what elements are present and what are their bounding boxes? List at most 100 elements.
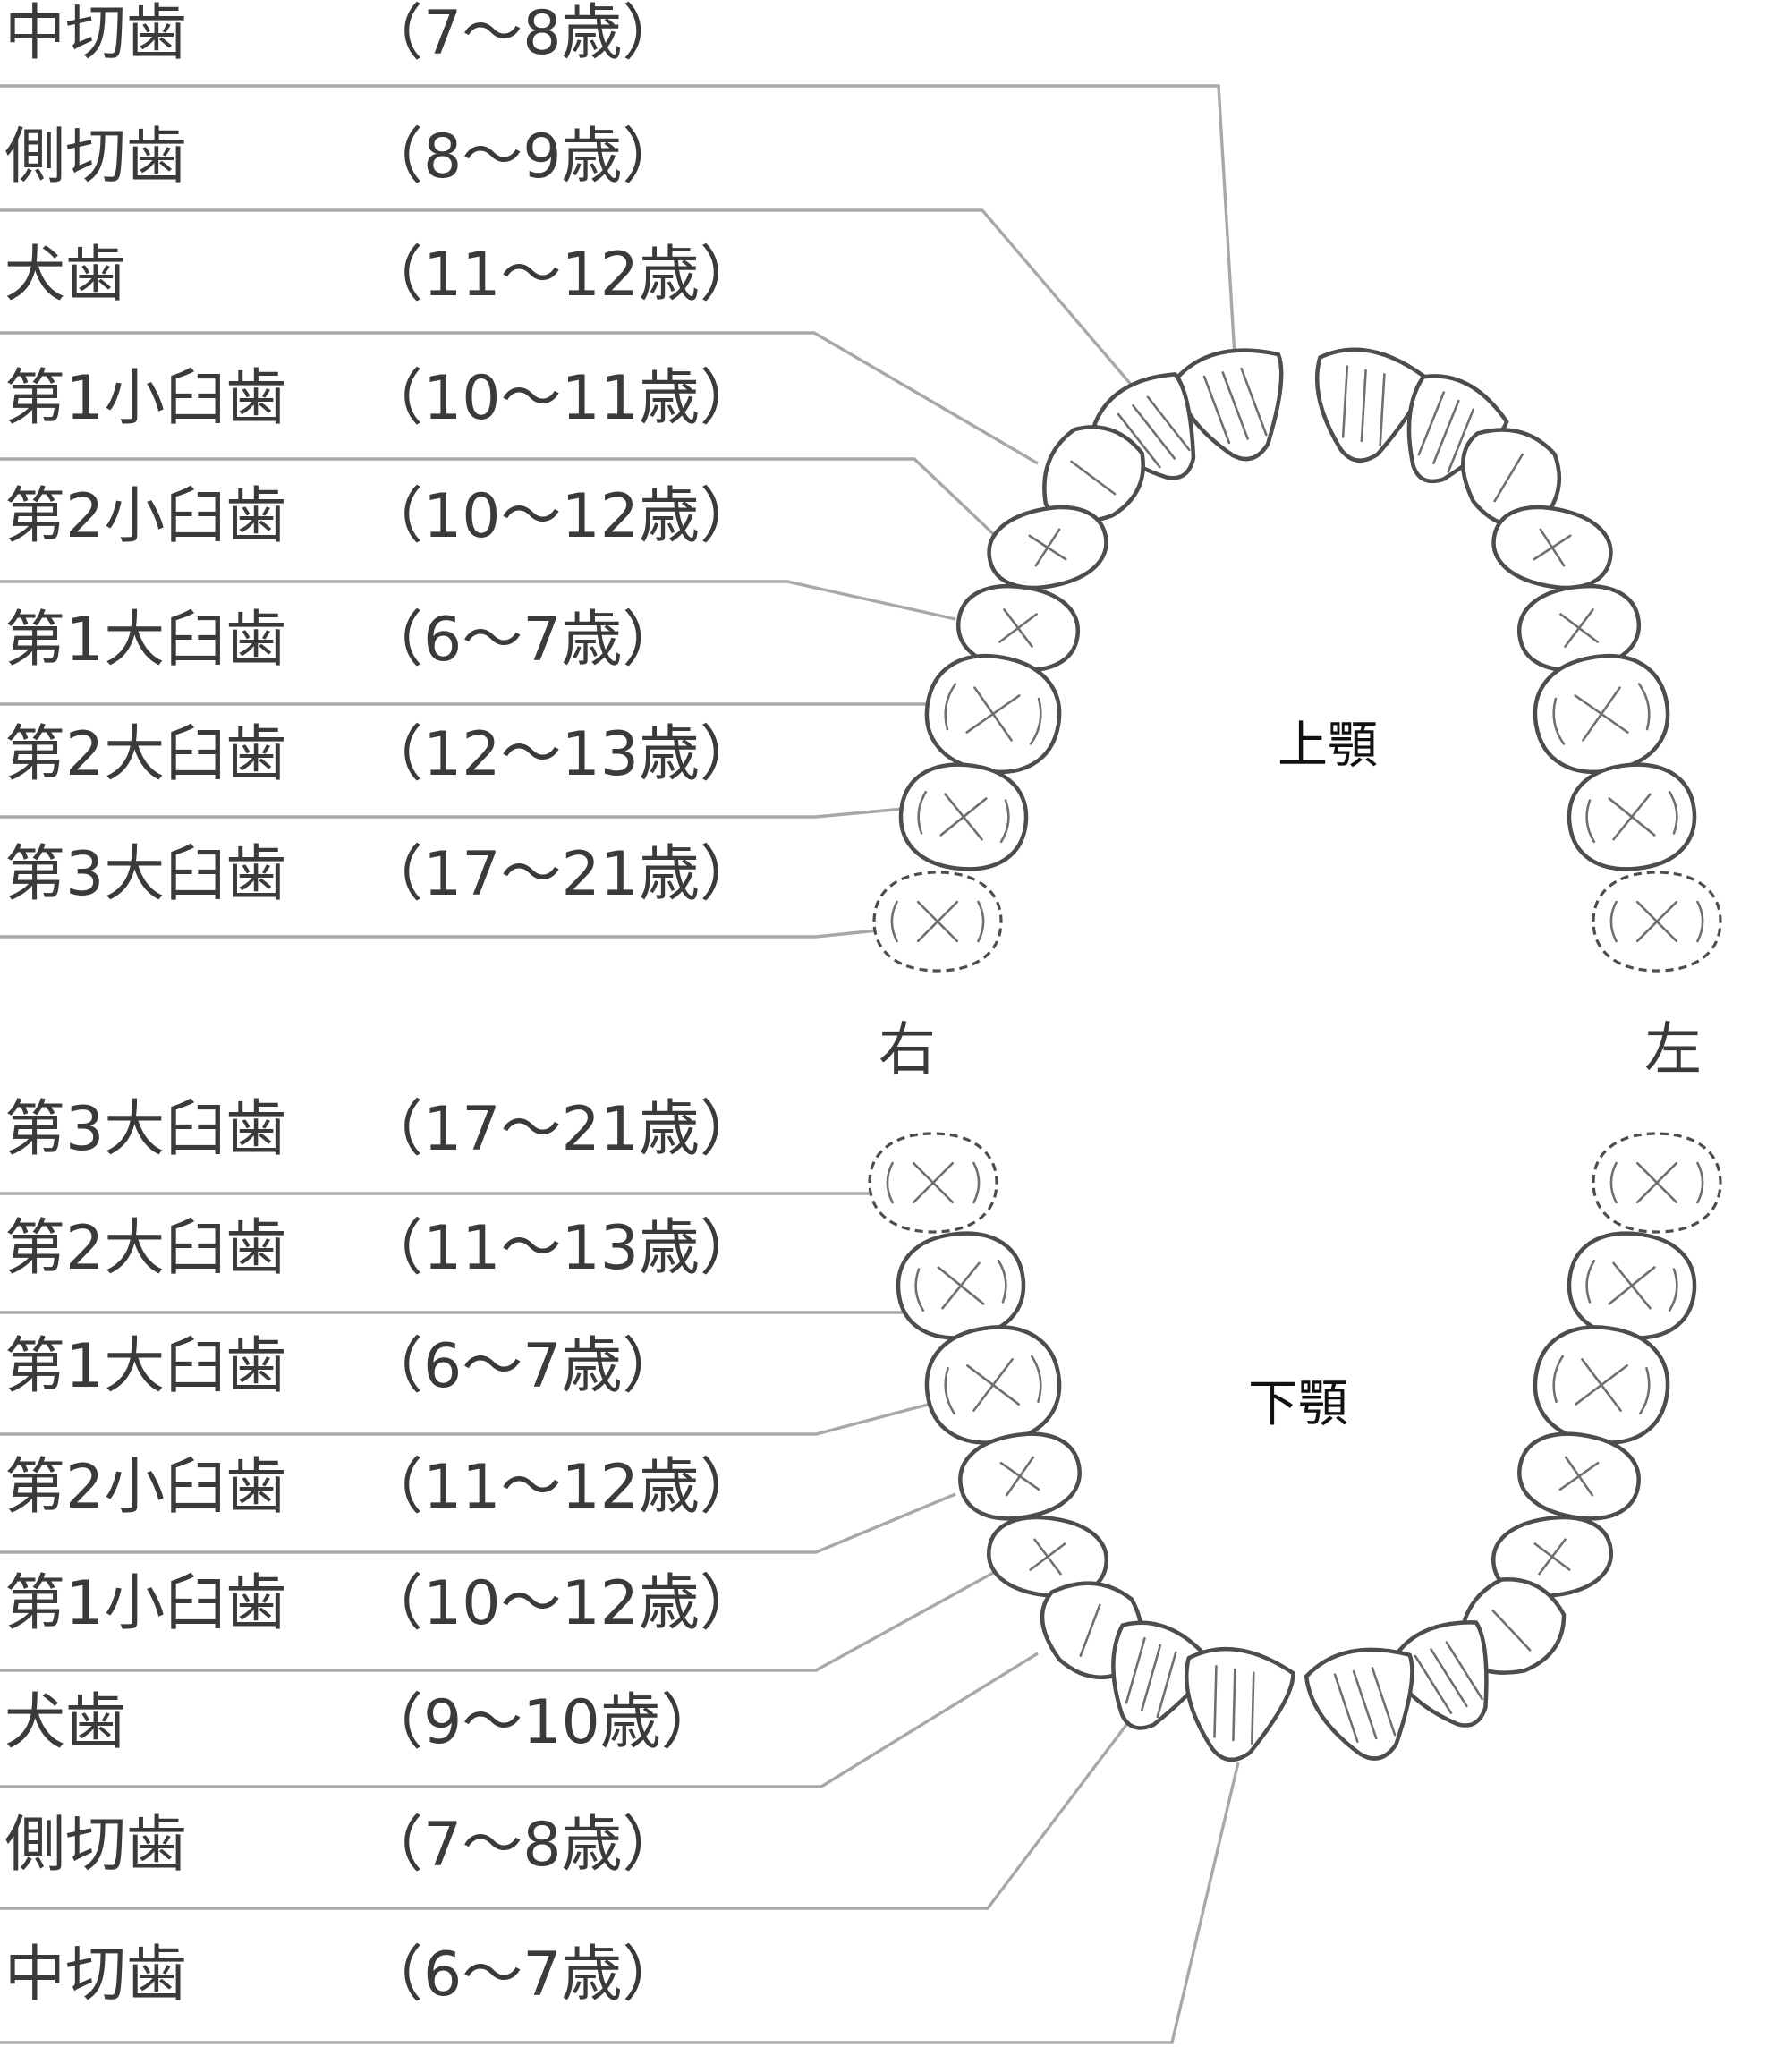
tooth-groove: [1417, 391, 1446, 456]
tooth: [1516, 583, 1642, 673]
eruption-age-label: （6～7歳）: [362, 1331, 684, 1402]
tooth: [1304, 1647, 1414, 1761]
tooth-groove: [914, 1268, 925, 1312]
tooth-groove: [1141, 1644, 1162, 1711]
leader-line: [0, 927, 896, 939]
tooth-groove: [1668, 1268, 1678, 1312]
tooth-groove: [917, 790, 928, 835]
tooth-groove: [1668, 790, 1678, 835]
tooth-groove: [939, 797, 988, 837]
tooth-name-label: 第1大臼歯: [4, 1331, 286, 1402]
tooth: [1491, 505, 1613, 590]
tooth: [1517, 1431, 1641, 1521]
tooth-name-label: 中切歯: [4, 0, 187, 69]
eruption-age-label: （10～12歳）: [362, 481, 760, 552]
tooth-groove: [1558, 1461, 1600, 1491]
tooth-outline: [1173, 348, 1284, 462]
upper-jaw-label: 上顎: [1278, 717, 1378, 775]
tooth-groove: [1333, 1673, 1359, 1743]
leader-line: [0, 84, 1236, 357]
tooth-groove: [1240, 367, 1268, 437]
tooth: [1389, 1620, 1489, 1728]
tooth-outline: [1406, 374, 1509, 484]
tooth: [1406, 374, 1509, 484]
tooth-groove: [1213, 1665, 1218, 1738]
tooth-name-label: 第1小臼歯: [4, 1568, 286, 1639]
tooth-groove: [1079, 1603, 1101, 1657]
tooth-groove: [1696, 900, 1704, 943]
tooth-groove: [1070, 460, 1117, 496]
tooth-labels: 中切歯（7～8歳）側切歯（8～9歳）犬歯（11～12歳）第1小臼歯（10～11歳…: [4, 0, 760, 2010]
tooth-groove: [972, 1161, 981, 1204]
tooth-groove: [1414, 1654, 1453, 1714]
eruption-age-label: （17～21歳）: [362, 839, 760, 910]
tooth: [868, 1132, 998, 1234]
tooth-groove: [1029, 1542, 1066, 1571]
tooth-name-label: 側切歯: [4, 1810, 187, 1881]
dental-arch: [868, 347, 1722, 1762]
tooth-groove: [1430, 1648, 1468, 1708]
tooth-groove: [941, 1261, 981, 1310]
tooth-name-label: 第1小臼歯: [4, 363, 286, 434]
tooth-outline: [1111, 1620, 1213, 1730]
tooth-groove: [1575, 1364, 1628, 1406]
tooth: [1173, 348, 1284, 462]
tooth-outline: [1185, 1646, 1295, 1762]
leader-line: [0, 1399, 942, 1436]
tooth: [924, 653, 1062, 775]
tooth: [1533, 1325, 1670, 1445]
left-side-label: 左: [1644, 1017, 1702, 1083]
tooth-groove: [1005, 1456, 1035, 1497]
tooth-groove: [1232, 1668, 1236, 1742]
tooth-groove: [1379, 373, 1386, 446]
tooth-name-label: 第2小臼歯: [4, 1452, 286, 1523]
leader-line: [0, 457, 1006, 546]
tooth-groove: [1612, 793, 1652, 841]
eruption-age-label: （6～7歳）: [362, 1940, 684, 2010]
tooth: [1567, 762, 1697, 871]
tooth-name-label: 第2大臼歯: [4, 719, 286, 790]
tooth: [1592, 871, 1722, 973]
leader-line: [0, 1652, 1039, 1788]
tooth-groove: [1608, 1266, 1656, 1305]
tooth-groove: [1696, 1161, 1704, 1204]
tooth-name-label: 第1大臼歯: [4, 605, 286, 675]
eruption-age-label: （7～8歳）: [362, 0, 684, 69]
tooth-groove: [997, 1259, 1007, 1304]
leader-line: [0, 1571, 994, 1672]
tooth-groove: [1491, 1609, 1532, 1652]
tooth-groove: [999, 799, 1010, 844]
eruption-age-label: （7～8歳）: [362, 1810, 684, 1881]
eruption-age-label: （11～13歳）: [362, 1213, 760, 1284]
tooth-groove: [1029, 697, 1042, 745]
leader-line: [0, 1492, 956, 1554]
tooth-groove: [1156, 1651, 1177, 1719]
tooth-groove: [944, 1366, 955, 1415]
eruption-age-label: （12～13歳）: [362, 719, 760, 790]
tooth: [1533, 653, 1670, 775]
tooth-name-label: 中切歯: [4, 1940, 187, 2010]
tooth: [987, 1515, 1108, 1599]
tooth-groove: [912, 1161, 955, 1204]
tooth-name-label: 第2小臼歯: [4, 481, 286, 552]
eruption-age-label: （9～10歳）: [362, 1687, 722, 1758]
eruption-age-label: （8～9歳）: [362, 122, 684, 192]
leader-line: [0, 580, 956, 621]
tooth-groove: [1585, 799, 1596, 844]
tooth-groove: [1552, 697, 1566, 745]
tooth-groove: [1635, 900, 1678, 943]
tooth-groove: [1360, 369, 1367, 443]
tooth: [1185, 1646, 1295, 1762]
tooth-groove: [1202, 375, 1231, 445]
tooth-name-label: 側切歯: [4, 122, 187, 192]
tooth-groove: [1552, 1355, 1564, 1404]
tooth-groove: [1637, 683, 1651, 731]
leader-line: [0, 1720, 1131, 1910]
tooth-groove: [977, 900, 985, 943]
leader-line: [0, 331, 1039, 465]
eruption-age-label: （10～11歳）: [362, 363, 760, 434]
tooth-groove: [890, 900, 898, 943]
leader-line: [0, 807, 904, 819]
tooth-name-label: 犬歯: [4, 240, 126, 310]
